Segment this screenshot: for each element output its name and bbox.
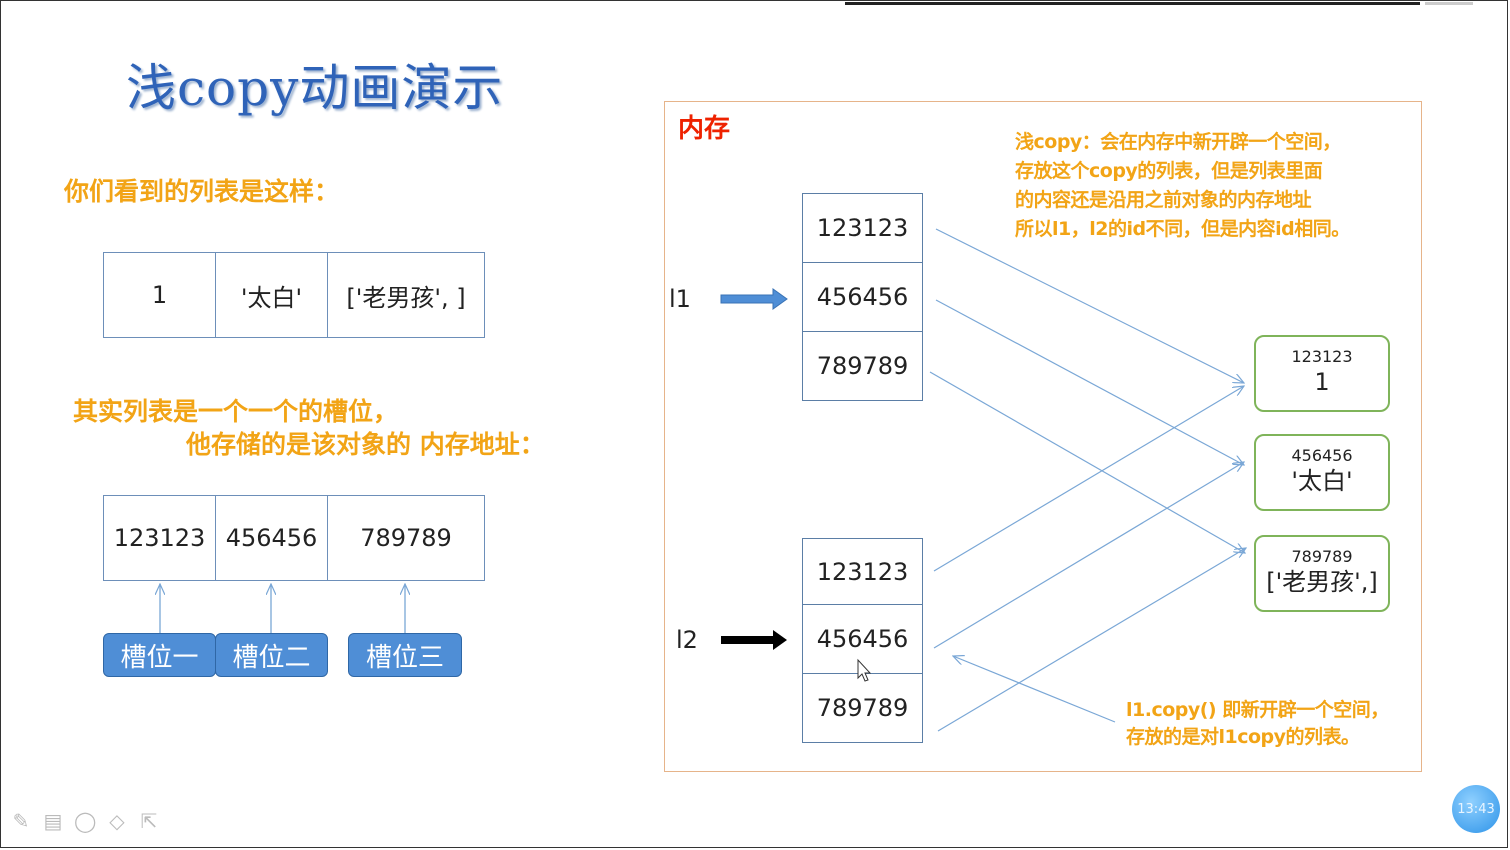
intro-text: 你们看到的列表是这样：: [64, 177, 340, 206]
slot-label-2: 槽位二: [215, 633, 328, 677]
memory-box: [664, 101, 1422, 772]
cursor-icon[interactable]: ⇱: [140, 809, 158, 833]
l1-pointer-line: [935, 299, 1244, 465]
board-icon[interactable]: ▤: [43, 809, 63, 833]
l1-pointer-line: [935, 228, 1244, 383]
memory-object-3: 789789 ['老男孩',]: [1254, 535, 1390, 612]
top-scroll-bar: [845, 2, 1420, 5]
l2-pointer-line: [933, 386, 1244, 572]
shallow-copy-note: 浅copy：会在内存中新开辟一个空间， 存放这个copy的列表，但是列表里面 的…: [1015, 128, 1350, 244]
slide-title: 浅copy动画演示: [126, 59, 504, 117]
object-value: ['老男孩',]: [1266, 568, 1378, 596]
l2-list-stack: 123123 456456 789789: [802, 538, 923, 743]
address-list-row: 123123 456456 789789: [103, 495, 485, 581]
object-address: 789789: [1291, 547, 1353, 566]
note-line: 所以l1，l2的id不同，但是内容id相同。: [1015, 218, 1350, 240]
slot-label-3: 槽位三: [348, 633, 462, 677]
note-line: 浅copy：会在内存中新开辟一个空间，: [1015, 131, 1341, 153]
l1-label: l1: [669, 285, 691, 313]
explain-line-2: 他存储的是该对象的 内存地址：: [186, 430, 545, 459]
l2-pointer-line: [937, 548, 1246, 732]
pen-icon[interactable]: ✎: [12, 809, 30, 833]
note-line: l1.copy() 即新开辟一个空间，: [1126, 699, 1389, 721]
memory-label: 内存: [678, 114, 731, 144]
l1-arrow: [720, 288, 788, 310]
visible-list-row: 1 '太白' ['老男孩', ]: [103, 252, 485, 338]
l1-cell: 123123: [802, 193, 923, 263]
marker-icon[interactable]: ◇: [109, 809, 125, 833]
explain-line-1: 其实列表是一个一个的槽位，: [73, 397, 399, 426]
visible-list-cell: ['老男孩', ]: [327, 252, 485, 338]
l2-cell: 789789: [802, 673, 923, 743]
annotation-toolbar: ✎ ▤ ◯ ◇ ⇱: [10, 810, 160, 832]
note-line: 的内容还是沿用之前对象的内存地址: [1015, 189, 1312, 211]
visible-list-cell: 1: [103, 252, 216, 338]
mouse-cursor-icon: [857, 658, 872, 682]
top-scroll-bar-secondary: [1425, 2, 1473, 5]
l1-cell: 456456: [802, 262, 923, 332]
l1-pointer-line: [929, 371, 1245, 553]
l2-arrow: [721, 630, 787, 650]
note-pointer-line: [953, 656, 1116, 723]
l2-cell: 123123: [802, 538, 923, 605]
l1-list-stack: 123123 456456 789789: [802, 193, 923, 401]
object-address: 123123: [1291, 347, 1353, 366]
l2-pointer-line: [933, 462, 1244, 649]
memory-object-1: 123123 1: [1254, 335, 1390, 412]
address-cell: 456456: [215, 495, 328, 581]
address-cell: 123123: [103, 495, 216, 581]
clock-badge[interactable]: 13:43: [1452, 785, 1500, 833]
note-line: 存放的是对l1copy的列表。: [1126, 726, 1360, 748]
l2-cell: 456456: [802, 604, 923, 674]
address-cell: 789789: [327, 495, 485, 581]
copy-note: l1.copy() 即新开辟一个空间， 存放的是对l1copy的列表。: [1126, 697, 1389, 751]
object-value: 1: [1314, 368, 1330, 396]
object-value: '太白': [1291, 467, 1353, 495]
l1-cell: 789789: [802, 331, 923, 401]
object-address: 456456: [1291, 446, 1353, 465]
memory-object-2: 456456 '太白': [1254, 434, 1390, 511]
eraser-icon[interactable]: ◯: [74, 809, 97, 833]
l2-label: l2: [676, 626, 698, 654]
note-line: 存放这个copy的列表，但是列表里面: [1015, 160, 1323, 182]
